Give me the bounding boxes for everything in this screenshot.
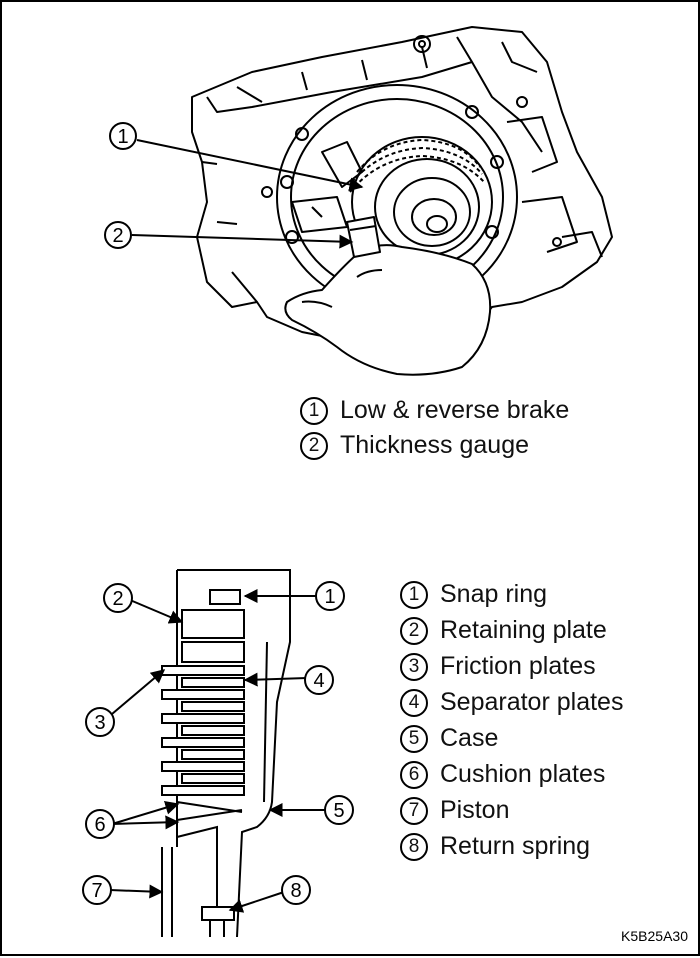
brake-cross-section xyxy=(161,569,291,938)
legend-number: 6 xyxy=(400,760,428,789)
legend-item: 2 Retaining plate xyxy=(400,616,607,645)
legend-label: Cushion plates xyxy=(440,760,606,788)
top-callout-2 xyxy=(104,221,354,249)
legend-label: Low & reverse brake xyxy=(340,396,570,424)
legend-item: 1 Low & reverse brake xyxy=(300,396,569,425)
legend-label: Return spring xyxy=(440,832,591,860)
legend-label: Retaining plate xyxy=(440,616,607,644)
legend-number: 2 xyxy=(400,616,428,645)
legend-item: 1 Snap ring xyxy=(400,580,547,609)
legend-number: 1 xyxy=(300,396,328,425)
bottom-callout-circles xyxy=(82,581,354,905)
figure-code: K5B25A30 xyxy=(621,928,688,944)
bottom-callout-6-number: 6 xyxy=(94,814,105,836)
legend-label: Snap ring xyxy=(440,580,548,608)
legend-number: 2 xyxy=(300,431,328,460)
legend-number: 1 xyxy=(400,580,428,609)
legend-item: 8 Return spring xyxy=(400,832,590,861)
legend-label: Piston xyxy=(440,796,510,824)
legend-number: 3 xyxy=(400,652,428,681)
bottom-callout-3-number: 3 xyxy=(94,712,105,734)
bottom-callout-4-number: 4 xyxy=(313,670,324,692)
transmission-case-illustration xyxy=(191,26,613,376)
bottom-callout-1-number: 1 xyxy=(324,586,335,608)
top-callout-1-number: 1 xyxy=(117,126,128,148)
bottom-callout-2-number: 2 xyxy=(112,588,123,610)
legend-label: Friction plates xyxy=(440,652,596,680)
top-callout-1 xyxy=(109,122,364,192)
legend-item: 7 Piston xyxy=(400,796,509,825)
legend-item: 3 Friction plates xyxy=(400,652,596,681)
legend-label: Case xyxy=(440,724,499,752)
bottom-callout-7-number: 7 xyxy=(91,880,102,902)
legend-number: 7 xyxy=(400,796,428,825)
top-callout-2-number: 2 xyxy=(112,225,123,247)
legend-label: Thickness gauge xyxy=(340,431,530,459)
legend-item: 2 Thickness gauge xyxy=(300,431,529,460)
bottom-callout-5-number: 5 xyxy=(333,800,344,822)
legend-item: 5 Case xyxy=(400,724,498,753)
bottom-callout-8-number: 8 xyxy=(290,880,301,902)
legend-item: 6 Cushion plates xyxy=(400,760,605,789)
legend-number: 8 xyxy=(400,832,428,861)
legend-number: 5 xyxy=(400,724,428,753)
legend-item: 4 Separator plates xyxy=(400,688,623,717)
legend-number: 4 xyxy=(400,688,428,717)
legend-label: Separator plates xyxy=(440,688,624,716)
